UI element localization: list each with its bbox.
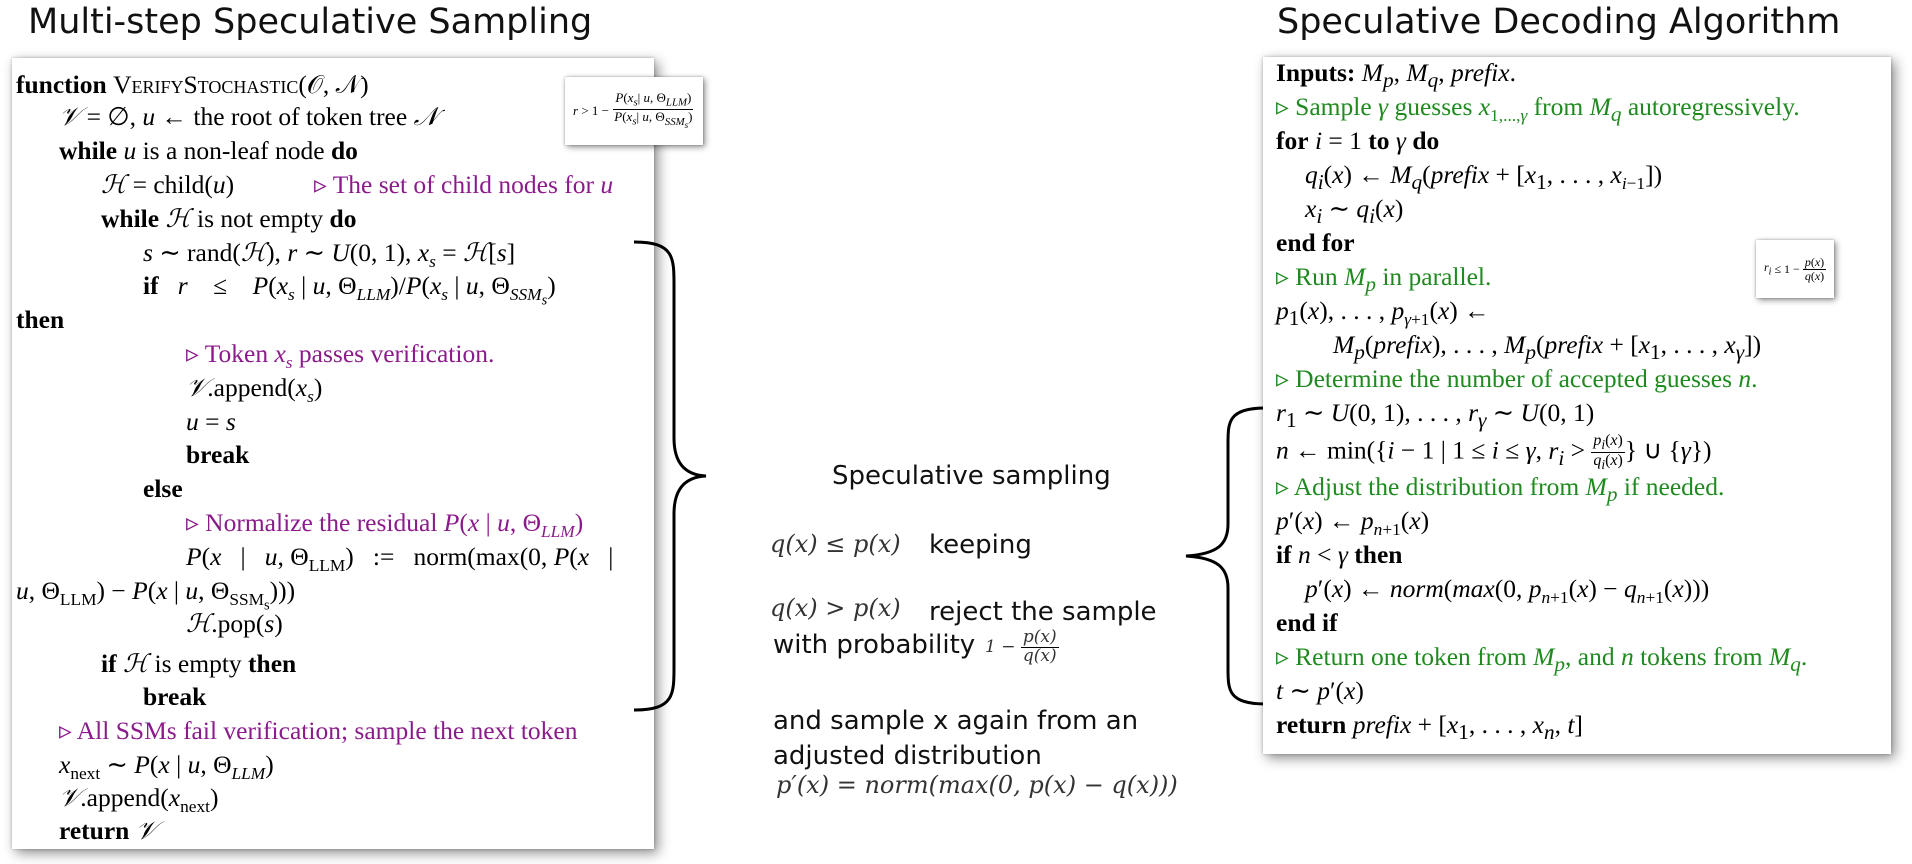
algo-line: if ℋ is empty then (101, 649, 297, 678)
algo-line: xi ∼ qi(x) (1305, 194, 1404, 229)
algo-line: function VerifyStochastic(𝒪, 𝒩) (16, 70, 369, 99)
keep-label: keeping (929, 530, 1032, 560)
algo-line: u = s (186, 407, 236, 436)
probability-label: with probability (773, 630, 976, 660)
algo-line: if r ≤ P(xs | u, ΘLLM)/P(xs | u, ΘSSMs) (143, 271, 556, 309)
algo-line: 𝒱 = ∅, u ← the root of token tree 𝒩 (59, 102, 439, 131)
algo-line: xnext ∼ P(x | u, ΘLLM) (59, 750, 274, 784)
algo-line: p1(x), . . . , pγ+1(x) ← (1276, 296, 1490, 331)
algo-line: Inputs: Mp, Mq, prefix. (1276, 58, 1516, 93)
probability-expression: 1 − p(x)q(x) (985, 627, 1059, 666)
algo-line: n ← min({i − 1 | 1 ≤ i ≤ γ, ri > pi(x)qi… (1276, 432, 1712, 473)
algo-comment: ▹ All SSMs fail verification; sample the… (59, 716, 578, 745)
algo-line: end if (1276, 608, 1338, 637)
speculative-sampling-heading: Speculative sampling (832, 461, 1111, 491)
algo-line: ℋ = child(u) (101, 170, 235, 199)
right-algorithm-panel: Inputs: Mp, Mq, prefix. ▹ Sample γ guess… (1263, 57, 1891, 754)
algo-comment: ▹ Return one token from Mp, and n tokens… (1276, 642, 1808, 677)
algo-line: for i = 1 to γ do (1276, 126, 1440, 155)
algo-line: qi(x) ← Mq(prefix + [x1, . . . , xi−1]) (1305, 160, 1663, 195)
algo-line: 𝒱.append(xnext) (59, 783, 219, 817)
algo-comment: ▹ Sample γ guesses x1,...,γ from Mq auto… (1276, 92, 1800, 127)
algo-line: break (186, 440, 250, 469)
algo-line: Mp(prefix), . . . , Mp(prefix + [x1, . .… (1333, 330, 1762, 365)
algo-line: p′(x) ← pn+1(x) (1276, 506, 1430, 540)
algo-line: u, ΘLLM) − P(x | u, ΘSSMs))) (16, 576, 296, 614)
algo-line: if n < γ then (1276, 540, 1403, 569)
algo-comment: ▹ The set of child nodes for u (314, 170, 614, 199)
algo-line: 𝒱.append(xs) (186, 373, 323, 407)
acceptance-condition-tooltip: ri ≤ 1 − p(x)q(x) (1756, 240, 1835, 298)
reject-label: reject the sample (929, 597, 1157, 627)
algo-line: return prefix + [x1, . . . , xn, t] (1276, 710, 1583, 745)
algo-line: p′(x) ← norm(max(0, pn+1(x) − qn+1(x))) (1305, 574, 1710, 608)
algo-comment: ▹ Run Mp in parallel. (1276, 262, 1492, 297)
algo-line: end for (1276, 228, 1355, 257)
algo-line: P(x | u, ΘLLM) := norm(max(0, P(x | (186, 542, 614, 576)
algo-line: break (143, 682, 207, 711)
algo-comment: ▹ Token xs passes verification. (186, 339, 495, 373)
algo-line: return 𝒱 (59, 816, 157, 845)
resample-text-line1: and sample x again from an (773, 706, 1139, 736)
right-title: Speculative Decoding Algorithm (1277, 2, 1841, 42)
adjusted-distribution-formula: p′(x) = norm(max(0, p(x) − q(x))) (776, 771, 1178, 799)
algo-line: ℋ.pop(s) (186, 609, 283, 638)
algo-line: t ∼ p′(x) (1276, 676, 1364, 705)
resample-text-line2: adjusted distribution (773, 741, 1042, 771)
algo-line: while ℋ is not empty do (101, 204, 357, 233)
left-brace (633, 240, 707, 712)
algo-line: then (16, 305, 65, 334)
acceptance-condition-tooltip: r > 1 − P(xs| u, ΘLLM)P(xs| u, ΘSSMs) (565, 77, 703, 145)
left-algorithm-panel: function VerifyStochastic(𝒪, 𝒩) 𝒱 = ∅, u… (12, 58, 654, 849)
left-title: Multi-step Speculative Sampling (28, 2, 593, 42)
algo-comment: ▹ Adjust the distribution from Mp if nee… (1276, 472, 1725, 507)
algo-line: s ∼ rand(ℋ), r ∼ U(0, 1), xs = ℋ[s] (143, 238, 516, 272)
right-brace (1185, 406, 1267, 706)
keep-condition: q(x) ≤ p(x) (770, 530, 901, 558)
algo-line: r1 ∼ U(0, 1), . . . , rγ ∼ U(0, 1) (1276, 398, 1595, 433)
algo-comment: ▹ Determine the number of accepted guess… (1276, 364, 1758, 393)
algo-line: while u is a non-leaf node do (59, 136, 358, 165)
algo-line: else (143, 474, 183, 503)
algo-comment: ▹ Normalize the residual P(x | u, ΘLLM) (186, 508, 584, 542)
reject-condition: q(x) > p(x) (770, 594, 901, 622)
